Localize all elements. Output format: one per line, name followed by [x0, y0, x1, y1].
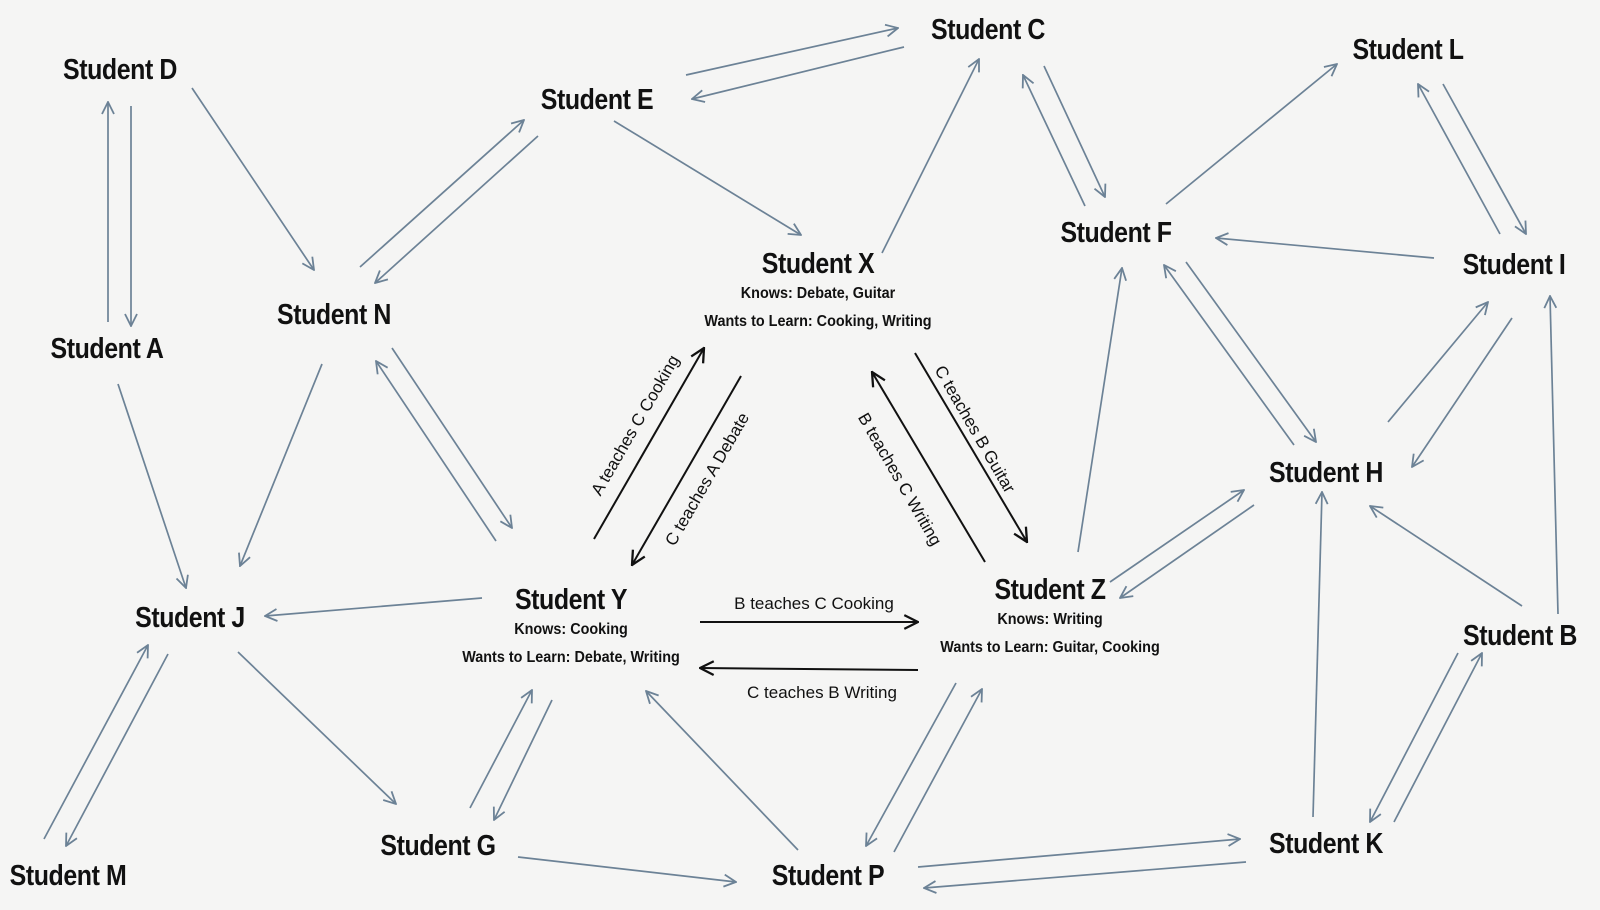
student-a-name: Student A	[50, 333, 164, 365]
edge-i-to-f	[1216, 238, 1435, 259]
student-k-name: Student K	[1269, 828, 1383, 860]
student-x-wants: Wants to Learn: Cooking, Writing	[704, 313, 932, 330]
edge-e-to-x	[613, 120, 801, 235]
student-l-name: Student L	[1352, 34, 1464, 66]
edge-z-to-p	[866, 682, 957, 846]
node-student-z: Student Z Knows: Writing Wants to Learn:…	[928, 574, 1172, 662]
node-student-l: Student L	[1343, 34, 1472, 66]
edge-b-to-h	[1370, 506, 1523, 607]
student-m-name: Student M	[9, 860, 127, 892]
student-n-name: Student N	[277, 299, 391, 331]
edge-y-to-n	[376, 361, 497, 542]
node-student-h: Student H	[1260, 457, 1392, 489]
student-d-name: Student D	[63, 54, 177, 86]
edge-p-to-z	[893, 689, 982, 853]
student-y-name: Student Y	[514, 584, 628, 616]
student-e-name: Student E	[540, 84, 654, 116]
edge-k-to-p	[924, 861, 1247, 888]
node-student-b: Student B	[1454, 620, 1586, 652]
label-b-teaches-c-cooking: B teaches C Cooking	[734, 594, 894, 613]
edge-p-to-y	[646, 691, 799, 851]
label-a-teaches-c-cooking: A teaches C Cooking	[587, 352, 683, 499]
edge-b-to-k	[1370, 652, 1459, 822]
edge-d-to-n	[191, 87, 314, 270]
student-y-knows: Knows: Cooking	[514, 621, 628, 638]
label-c-teaches-a-debate: C teaches A Debate	[661, 409, 753, 549]
edge-n-to-j	[240, 363, 323, 566]
student-x-name: Student X	[761, 248, 875, 280]
label-c-teaches-b-guitar: C teaches B Guitar	[931, 362, 1019, 496]
edge-i-to-h	[1412, 317, 1513, 467]
edge-n-to-y	[391, 347, 512, 528]
edge-f-to-c	[1023, 75, 1086, 207]
edge-l-to-i	[1442, 83, 1526, 234]
student-x-knows: Knows: Debate, Guitar	[740, 285, 896, 302]
student-j-name: Student J	[135, 602, 245, 634]
edge-m-to-j	[43, 645, 148, 840]
edge-i-to-l	[1418, 84, 1501, 235]
node-student-n: Student N	[268, 299, 400, 331]
student-i-name: Student I	[1462, 249, 1566, 281]
node-student-c: Student C	[922, 14, 1054, 46]
exchange-edges	[593, 348, 1027, 670]
student-h-name: Student H	[1269, 457, 1383, 489]
edge-e-to-n	[375, 135, 539, 283]
edge-y-to-x	[593, 348, 704, 540]
student-p-name: Student P	[771, 860, 885, 892]
edge-z-to-y	[700, 668, 919, 670]
edge-a-to-j	[117, 383, 186, 588]
student-z-knows: Knows: Writing	[997, 611, 1103, 628]
edge-x-to-c	[881, 59, 979, 254]
node-student-i: Student I	[1454, 249, 1574, 281]
edge-x-to-y	[632, 375, 742, 565]
edge-h-to-i	[1387, 302, 1488, 423]
node-student-p: Student P	[763, 860, 894, 892]
label-c-teaches-b-writing: C teaches B Writing	[747, 683, 897, 702]
edge-k-to-h	[1312, 492, 1322, 818]
edge-y-to-j	[265, 597, 483, 616]
edge-f-to-h	[1185, 261, 1316, 442]
student-y-wants: Wants to Learn: Debate, Writing	[462, 649, 680, 666]
edge-c-to-f	[1043, 65, 1105, 197]
edge-f-to-l	[1165, 64, 1337, 205]
edge-n-to-e	[359, 120, 524, 268]
edge-z-to-x	[872, 372, 986, 563]
node-student-m: Student M	[0, 860, 136, 892]
edge-e-to-c	[685, 28, 898, 76]
edge-j-to-m	[66, 653, 169, 846]
edge-z-to-h	[1109, 490, 1244, 583]
node-student-k: Student K	[1260, 828, 1392, 860]
node-student-x: Student X Knows: Debate, Guitar Wants to…	[692, 248, 944, 336]
node-student-d: Student D	[54, 54, 186, 86]
edge-p-to-k	[917, 839, 1240, 868]
node-student-g: Student G	[371, 830, 505, 862]
node-student-e: Student E	[532, 84, 663, 116]
edge-h-to-z	[1120, 504, 1255, 598]
node-student-a: Student A	[41, 333, 172, 365]
edge-c-to-e	[692, 46, 905, 99]
edge-z-to-f	[1077, 268, 1122, 553]
node-student-f: Student F	[1051, 217, 1180, 249]
edge-b-to-i	[1550, 296, 1559, 615]
edge-k-to-b	[1393, 653, 1482, 823]
student-z-wants: Wants to Learn: Guitar, Cooking	[940, 639, 1160, 656]
student-b-name: Student B	[1463, 620, 1577, 652]
edge-g-to-y	[469, 690, 532, 809]
student-c-name: Student C	[931, 14, 1045, 46]
edge-g-to-p	[517, 856, 736, 882]
node-student-y: Student Y Knows: Cooking Wants to Learn:…	[450, 584, 692, 672]
student-g-name: Student G	[380, 830, 496, 862]
edge-x-to-z	[914, 352, 1027, 542]
student-z-name: Student Z	[994, 574, 1106, 606]
edge-y-to-g	[494, 699, 553, 820]
label-b-teaches-c-writing: B teaches C Writing	[854, 410, 945, 549]
student-f-name: Student F	[1060, 217, 1172, 249]
edge-j-to-g	[237, 651, 396, 804]
node-student-j: Student J	[126, 602, 254, 634]
network-edges	[43, 28, 1559, 888]
edge-h-to-f	[1164, 265, 1295, 446]
